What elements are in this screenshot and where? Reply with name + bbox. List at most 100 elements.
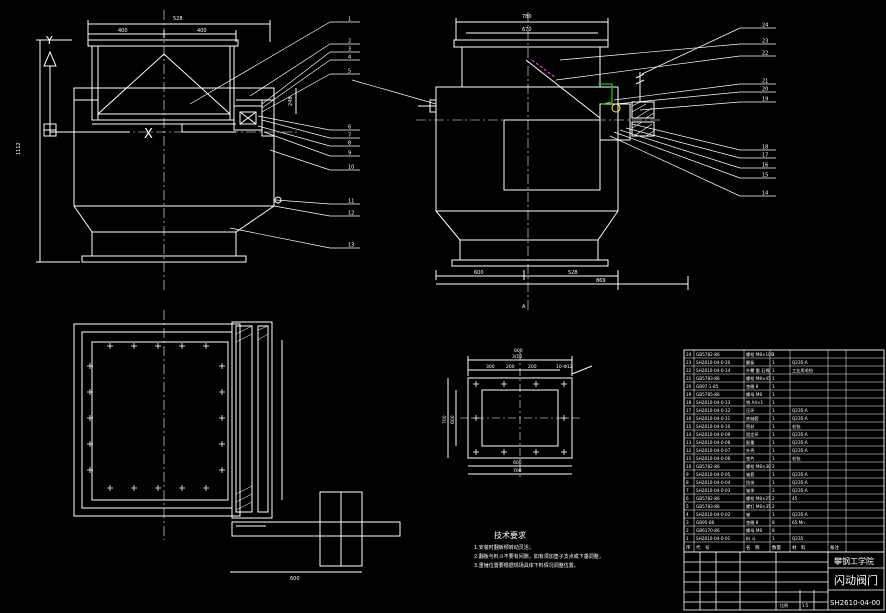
bom-cell: 1 [772, 440, 775, 445]
dim-flange-sub: 3/10 [512, 354, 522, 360]
bom-cell: 1 [772, 448, 775, 453]
bom-cell: SH2610-04-0-08 [696, 440, 731, 445]
side-leader-line [609, 135, 741, 197]
bom-cell: Q235-A [792, 408, 808, 413]
bom-cell: 工业用毛毡 [792, 367, 814, 374]
dim-front-side-small: 248 [288, 96, 294, 106]
bom-cell: SH2610-04-0-13 [696, 400, 731, 405]
bom-cell: 2 [772, 504, 775, 509]
side-leader-line [615, 91, 741, 105]
bom-cell: 8 [686, 480, 689, 485]
dim-front-right-half: 400 [197, 28, 207, 34]
side-leader-line [619, 129, 741, 169]
bom-cell: 23 [686, 360, 692, 365]
front-leader-line [263, 131, 331, 157]
bom-cell: 1 [772, 400, 775, 405]
dim-flange-bottom2: 700 [513, 468, 522, 474]
bom-cell: SH2610-04-0-02 [696, 512, 731, 517]
callout-right-24: 24 [762, 23, 768, 29]
callout-right-22: 22 [762, 51, 768, 57]
side-leader-line [613, 131, 741, 179]
callout-left-12: 12 [348, 211, 354, 217]
front-leader-line [273, 205, 331, 217]
tech-item-2: 2.翻板与料斗不要有间隙，如有须加垫子支点或下垂调整； [474, 553, 604, 560]
dim-side-bottom-right: 528 [568, 270, 578, 276]
bom-cell: Q235-A [792, 432, 808, 437]
bom-header-cell: 材 料 [792, 544, 806, 551]
title-block [683, 551, 885, 611]
dim-side-overall: 869 [596, 278, 606, 284]
bom-cell: 螺栓 M8×25 [746, 495, 771, 502]
bom-cell: 19 [686, 392, 692, 397]
bom-cell: 18 [686, 400, 692, 405]
bom-cell: 20 [686, 384, 692, 389]
bom-cell: 6 [686, 496, 689, 501]
callout-left-3: 3 [348, 47, 351, 53]
bom-cell: 17 [686, 408, 692, 413]
bom-cell: 1 [772, 432, 775, 437]
side-leader-line [613, 83, 741, 101]
bom-cell: GB5782-86 [696, 496, 720, 501]
tech-item-3: 3.重锤位置要根据现场具体下料情况调整位置。 [474, 562, 579, 569]
flap-path-magenta [531, 59, 557, 79]
bom-cell: 1 [772, 480, 775, 485]
callout-right-15: 15 [762, 173, 768, 179]
bom-cell: 底轴套 [746, 415, 759, 422]
bom-cell: 销 A4×1 [746, 399, 764, 406]
bom-header-cell: 备注 [830, 544, 839, 551]
bom-cell: 21 [686, 376, 692, 381]
callout-left-2: 2 [348, 39, 351, 45]
side-leader-line [625, 127, 741, 159]
front-leader-line [261, 119, 331, 139]
bom-cell: 2 [686, 528, 689, 533]
bom-header-cell: 名 称 [746, 544, 760, 551]
bom-cell: 螺钉 M8×35 [746, 503, 771, 510]
bom-cell: 螺栓 M8×45 [746, 375, 771, 382]
callout-right-16: 16 [762, 163, 768, 169]
bom-cell: 1 [772, 512, 775, 517]
bom-cell: 1 [772, 376, 775, 381]
bom-cell: 1 [772, 352, 775, 357]
bom-cell: 挡块 [746, 479, 755, 486]
bom-cell: Q235-A [792, 488, 808, 493]
bom-cell: 螺栓 M8×100 [746, 351, 774, 358]
bom-cell: SH2610-04-0-07 [696, 448, 731, 453]
plan-bolt-holes [87, 343, 225, 491]
bom-cell: SH2610-04-0-05 [696, 472, 731, 477]
bom-cell: 4 [686, 512, 689, 517]
bom-cell: GB5782-86 [696, 352, 720, 357]
plan-hatching [235, 325, 269, 511]
bom-cell: GB5782-86 [696, 464, 720, 469]
bom-cell: 14 [686, 432, 692, 437]
bom-cell: 65 Mn [792, 520, 805, 525]
callout-left-9: 9 [348, 151, 351, 157]
callout-left-10: 10 [348, 165, 354, 171]
bom-cell: 螺栓 M8×30 [746, 463, 771, 470]
dim-flange-top: 600 [514, 348, 523, 354]
bom-cell: 1 [772, 384, 775, 389]
dim-side-bottom-left: 600 [474, 270, 484, 276]
bom-cell: Q235-A [792, 448, 808, 453]
bom-cell: 9 [686, 472, 689, 477]
bom-cell: 配重 [746, 439, 754, 446]
front-leader-line [269, 149, 331, 171]
bom-header-cell: 代 号 [696, 544, 710, 551]
front-leader-line [189, 21, 331, 105]
bom-cell: Q235-A [792, 416, 808, 421]
green-bracket [598, 83, 613, 105]
dim-flange-holes: 10-Φ12 [556, 364, 573, 370]
plan-view [73, 321, 401, 573]
bom-cell: GB5785-86 [696, 392, 720, 397]
dim-front-height: 1112 [16, 142, 22, 155]
flange-centerlines [460, 352, 580, 480]
side-mark-bottom: A [522, 304, 526, 310]
front-leader-line [261, 73, 331, 113]
bom-cell: 压环 [746, 408, 754, 414]
bom-cell: 垫圈 8 [746, 383, 759, 390]
bom-cell: SH2610-04-0-11 [696, 416, 731, 421]
bom-cell: 13 [686, 440, 692, 445]
bom-cell: SH2610-04-0-09 [696, 432, 731, 437]
bom-cell: 1 [772, 416, 775, 421]
